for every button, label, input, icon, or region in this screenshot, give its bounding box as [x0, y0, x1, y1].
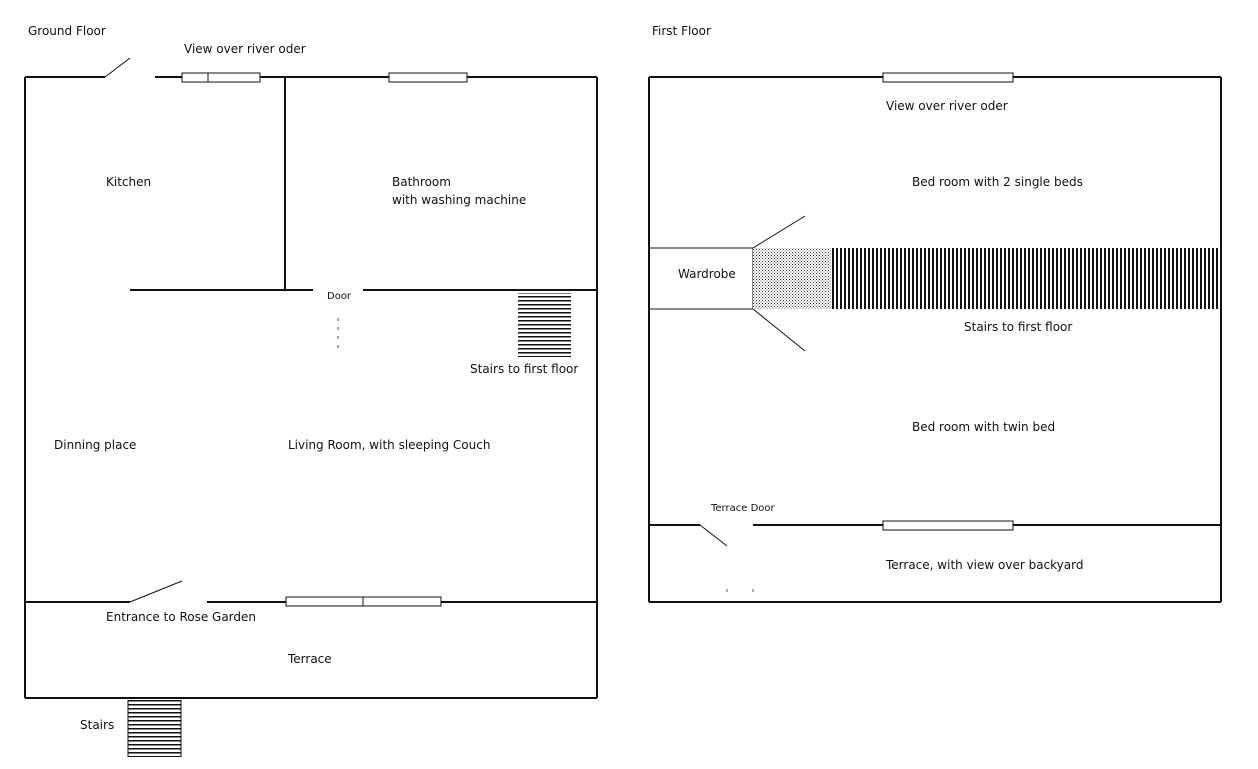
- first-stairs-label: Stairs to first floor: [964, 320, 1072, 334]
- bathroom-sub-label: with washing machine: [392, 193, 526, 207]
- bathroom-window: [388, 72, 468, 83]
- door-label: Door: [327, 291, 352, 302]
- ground-view-label: View over river oder: [184, 42, 306, 56]
- first-floor-plan: First Floor View over river oder Bed roo…: [648, 24, 1222, 603]
- outside-stairs-label: Stairs: [80, 718, 114, 732]
- living-window-left: [285, 596, 364, 607]
- first-floor-title: First Floor: [652, 24, 711, 38]
- first-stairs-to-first-floor: [831, 248, 1221, 309]
- rose-garden-entrance-label: Entrance to Rose Garden: [106, 610, 256, 624]
- terrace-door-label: Terrace Door: [710, 503, 776, 514]
- bedroom-twin-label: Bed room with twin bed: [912, 420, 1055, 434]
- wardrobe-label: Wardrobe: [678, 267, 736, 281]
- wardrobe-door-top: [752, 215, 806, 249]
- first-top-window: [882, 72, 1014, 83]
- ground-entrance-door: [104, 57, 131, 78]
- rose-garden-door: [129, 580, 183, 603]
- living-window-right: [362, 596, 442, 607]
- kitchen-window-left: [181, 72, 209, 83]
- ground-floor-plan: Ground Floor View over river oder Kitche…: [24, 24, 598, 757]
- kitchen-label: Kitchen: [106, 175, 151, 189]
- first-view-label: View over river oder: [886, 99, 1008, 113]
- kitchen-window-right: [207, 72, 261, 83]
- dining-label: Dinning place: [54, 438, 136, 452]
- first-terrace-label: Terrace, with view over backyard: [885, 558, 1083, 572]
- ground-floor-title: Ground Floor: [28, 24, 106, 38]
- terrace-door: [699, 524, 728, 547]
- wardrobe-door-bottom: [752, 308, 806, 352]
- ground-terrace-label: Terrace: [287, 652, 332, 666]
- ground-stairs-to-first-floor: [518, 293, 571, 357]
- bathroom-label: Bathroom: [392, 175, 451, 189]
- ground-stairs-label: Stairs to first floor: [470, 362, 578, 376]
- living-room-label: Living Room, with sleeping Couch: [288, 438, 490, 452]
- first-terrace-window: [882, 520, 1014, 531]
- outside-stairs: [128, 700, 181, 757]
- stair-landing: [753, 248, 831, 309]
- bedroom-single-label: Bed room with 2 single beds: [912, 175, 1083, 189]
